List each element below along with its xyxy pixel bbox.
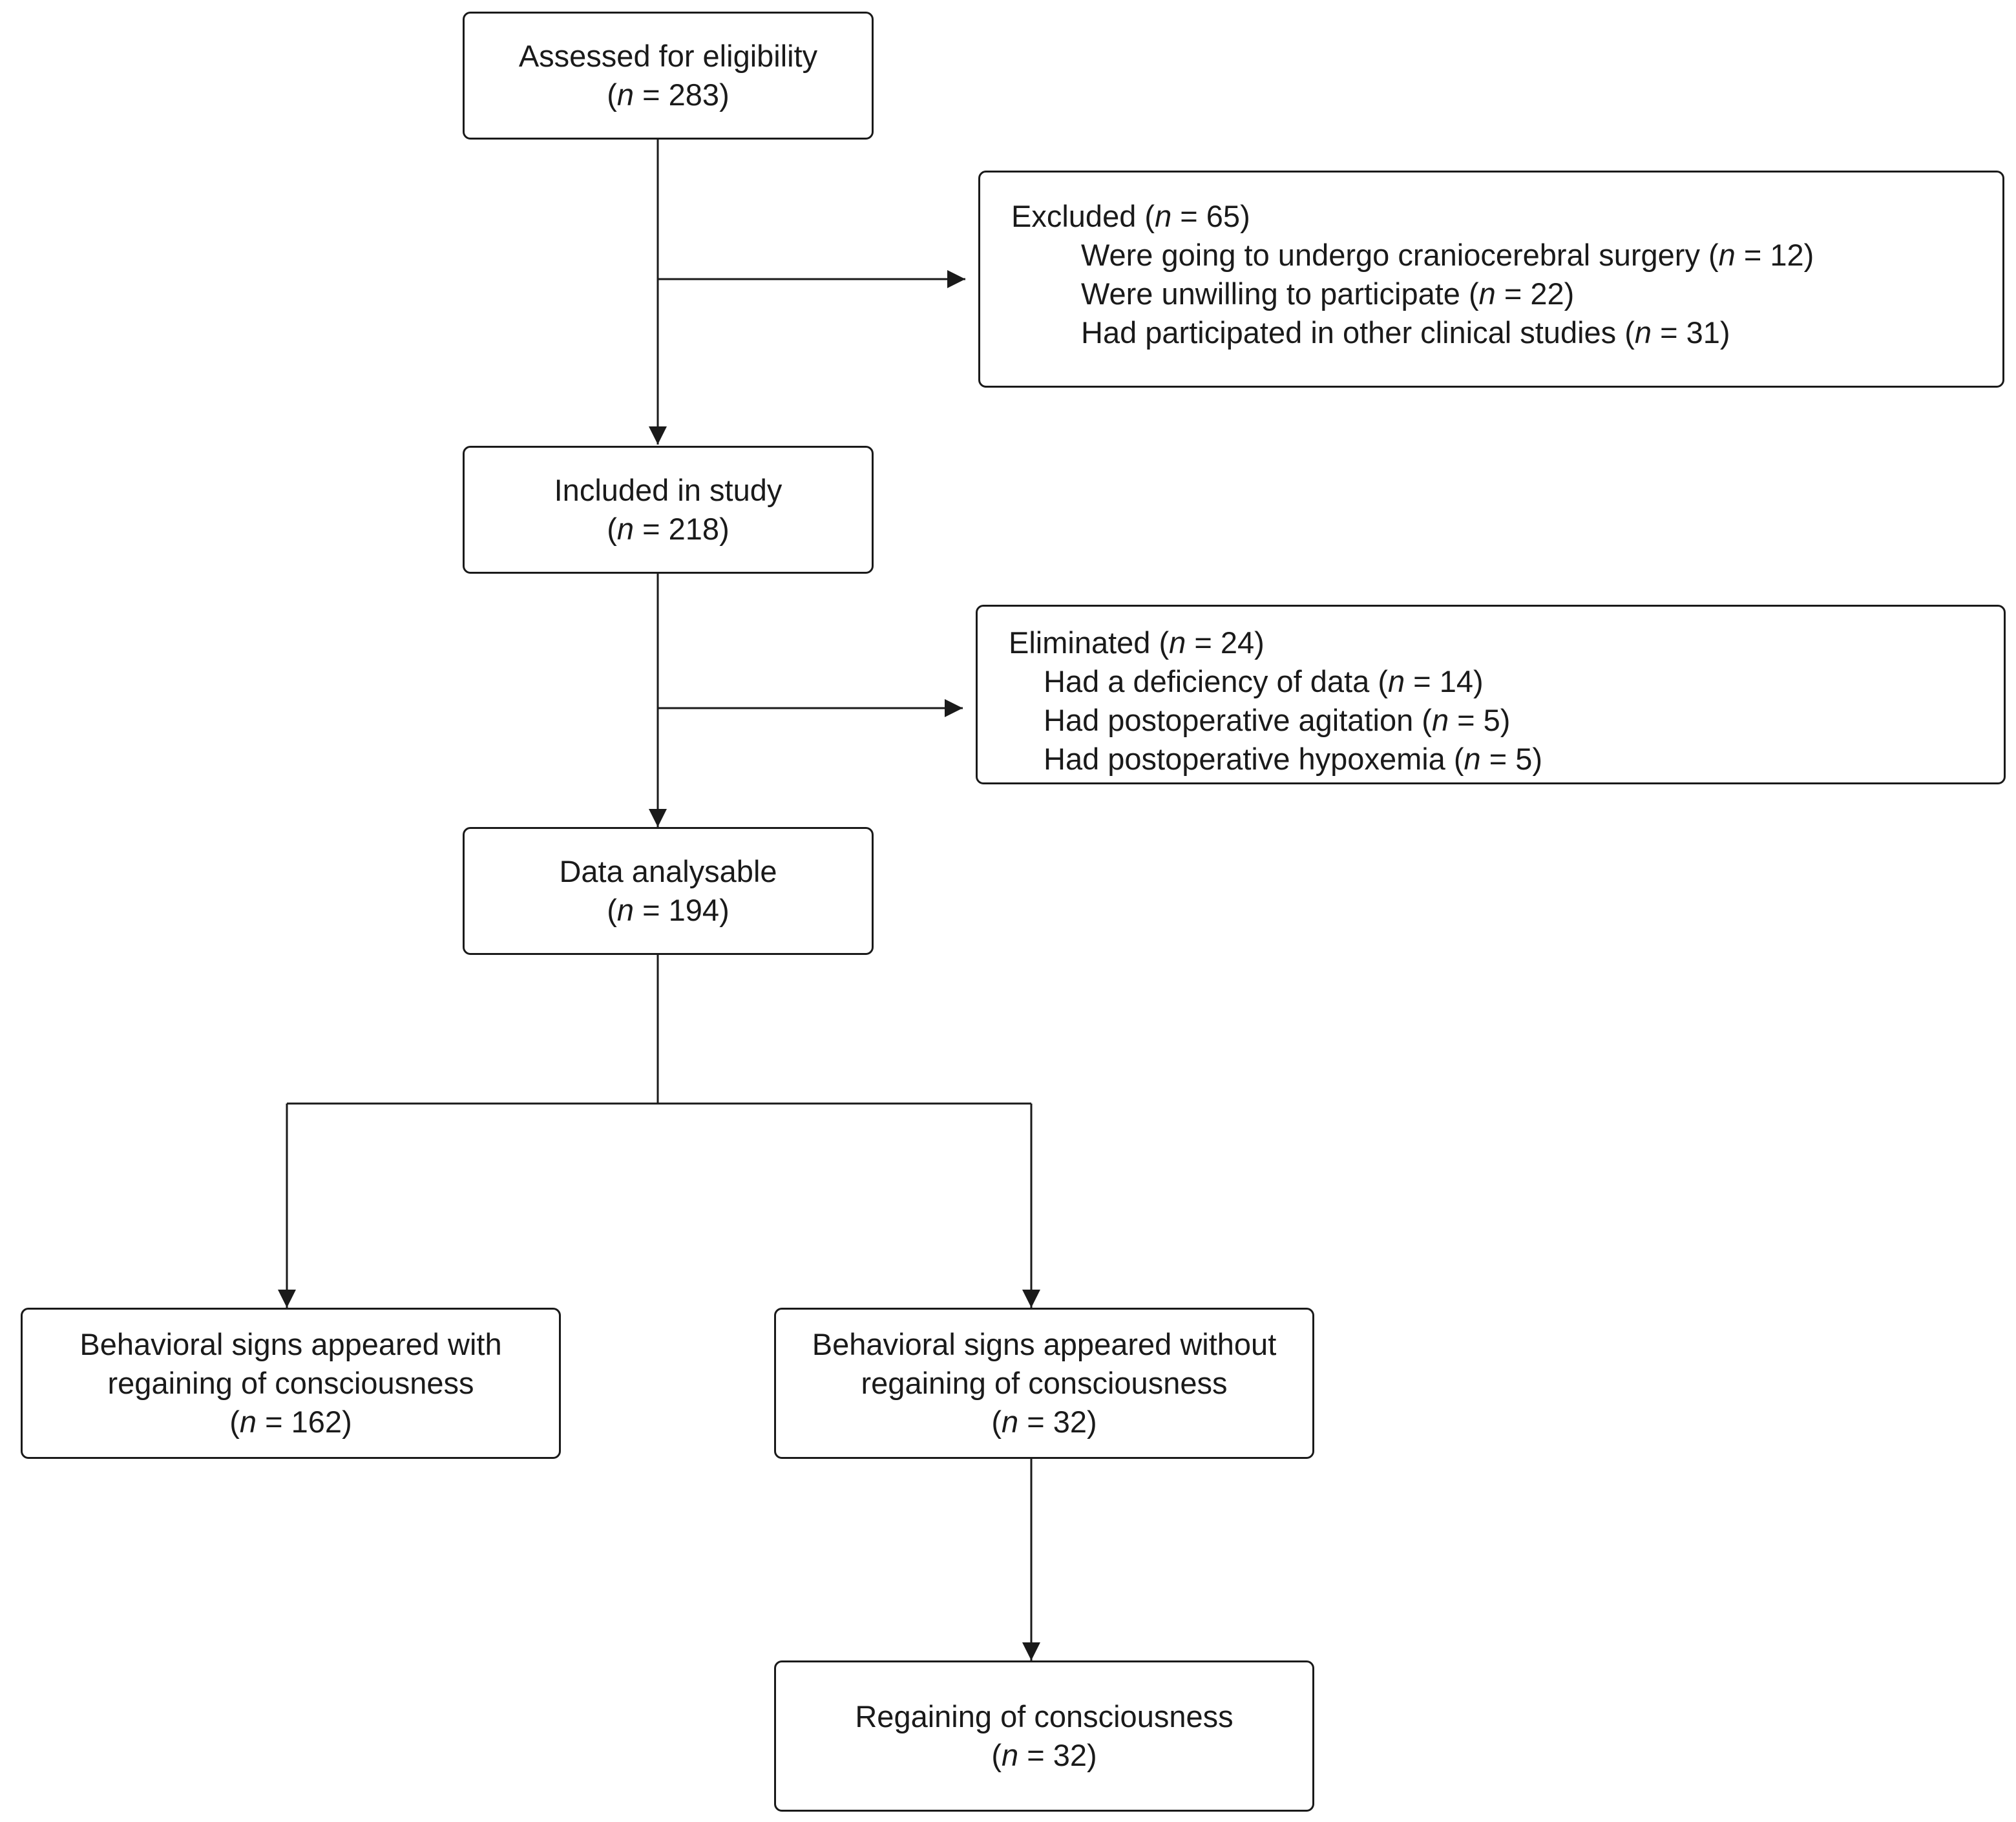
n-symbol: n (1387, 664, 1405, 698)
excluded-count: 65 (1206, 199, 1241, 233)
n-symbol: n (616, 893, 635, 927)
n-symbol: n (1169, 625, 1186, 660)
excluded-item: Had participated in other clinical studi… (1081, 315, 1730, 350)
eliminated-item: Had postoperative hypoxemia (n = 5) (1044, 742, 1543, 776)
included-box: Included in study (n = 218) (463, 446, 874, 574)
with-roc-count: 162 (291, 1405, 342, 1439)
eliminated-item: Had postoperative agitation (n = 5) (1044, 703, 1511, 737)
excluded-item-label: Had participated in other clinical studi… (1081, 315, 1617, 350)
n-symbol: n (616, 512, 635, 546)
eliminated-box: Eliminated (n = 24) Had a deficiency of … (976, 605, 2006, 784)
included-count-line: (n = 218) (607, 512, 730, 546)
eliminated-item-label: Had postoperative hypoxemia (1044, 742, 1445, 776)
eliminated-item-count: 5 (1483, 703, 1500, 737)
assessed-count-line: (n = 283) (607, 78, 730, 112)
roc-count: 32 (1053, 1738, 1087, 1772)
without-roc-line1: Behavioral signs appeared without (812, 1327, 1277, 1361)
eliminated-count: 24 (1220, 625, 1255, 660)
n-symbol: n (1155, 199, 1172, 233)
with-roc-line1: Behavioral signs appeared with (79, 1327, 502, 1361)
roc-label: Regaining of consciousness (855, 1699, 1234, 1733)
excluded-item: Were unwilling to participate (n = 22) (1081, 277, 1575, 311)
n-symbol: n (1431, 703, 1449, 737)
included-count: 218 (668, 512, 720, 546)
excluded-label: Excluded (1011, 199, 1137, 233)
eliminated-item-label: Had a deficiency of data (1044, 664, 1370, 698)
excluded-item-label: Were unwilling to participate (1081, 277, 1460, 311)
without-roc-count-line: (n = 32) (991, 1405, 1097, 1439)
with-roc-box: Behavioral signs appeared with regaining… (21, 1308, 561, 1459)
excluded-item-count: 22 (1530, 277, 1564, 311)
excluded-header: Excluded (n = 65) (1011, 199, 1250, 233)
roc-count-line: (n = 32) (991, 1738, 1097, 1772)
without-roc-line2: regaining of consciousness (861, 1366, 1228, 1400)
eliminated-item-count: 14 (1439, 664, 1473, 698)
eliminated-item-count: 5 (1515, 742, 1533, 776)
eliminated-item: Had a deficiency of data (n = 14) (1044, 664, 1484, 698)
excluded-item-label: Were going to undergo craniocerebral sur… (1081, 238, 1700, 272)
n-symbol: n (1464, 742, 1481, 776)
eliminated-label: Eliminated (1009, 625, 1151, 660)
analysable-box: Data analysable (n = 194) (463, 827, 874, 955)
assessed-count: 283 (668, 78, 720, 112)
n-symbol: n (1002, 1405, 1019, 1439)
n-symbol: n (616, 78, 635, 112)
n-symbol: n (239, 1405, 257, 1439)
excluded-item-count: 12 (1770, 238, 1804, 272)
n-symbol: n (1634, 315, 1652, 350)
analysable-label: Data analysable (559, 854, 777, 888)
without-roc-box: Behavioral signs appeared without regain… (774, 1308, 1314, 1459)
eliminated-item-label: Had postoperative agitation (1044, 703, 1414, 737)
assessed-box: Assessed for eligibility (n = 283) (463, 12, 874, 140)
n-symbol: n (1002, 1738, 1019, 1772)
excluded-item-count: 31 (1686, 315, 1720, 350)
assessed-label: Assessed for eligibility (518, 39, 818, 73)
n-symbol: n (1718, 238, 1736, 272)
excluded-item: Were going to undergo craniocerebral sur… (1081, 238, 1814, 272)
with-roc-count-line: (n = 162) (229, 1405, 352, 1439)
eliminated-header: Eliminated (n = 24) (1009, 625, 1265, 660)
with-roc-line2: regaining of consciousness (107, 1366, 474, 1400)
included-label: Included in study (554, 473, 782, 507)
analysable-count: 194 (668, 893, 720, 927)
n-symbol: n (1478, 277, 1496, 311)
roc-box: Regaining of consciousness (n = 32) (774, 1660, 1314, 1812)
analysable-count-line: (n = 194) (607, 893, 730, 927)
excluded-box: Excluded (n = 65) Were going to undergo … (978, 171, 2004, 388)
without-roc-count: 32 (1053, 1405, 1087, 1439)
